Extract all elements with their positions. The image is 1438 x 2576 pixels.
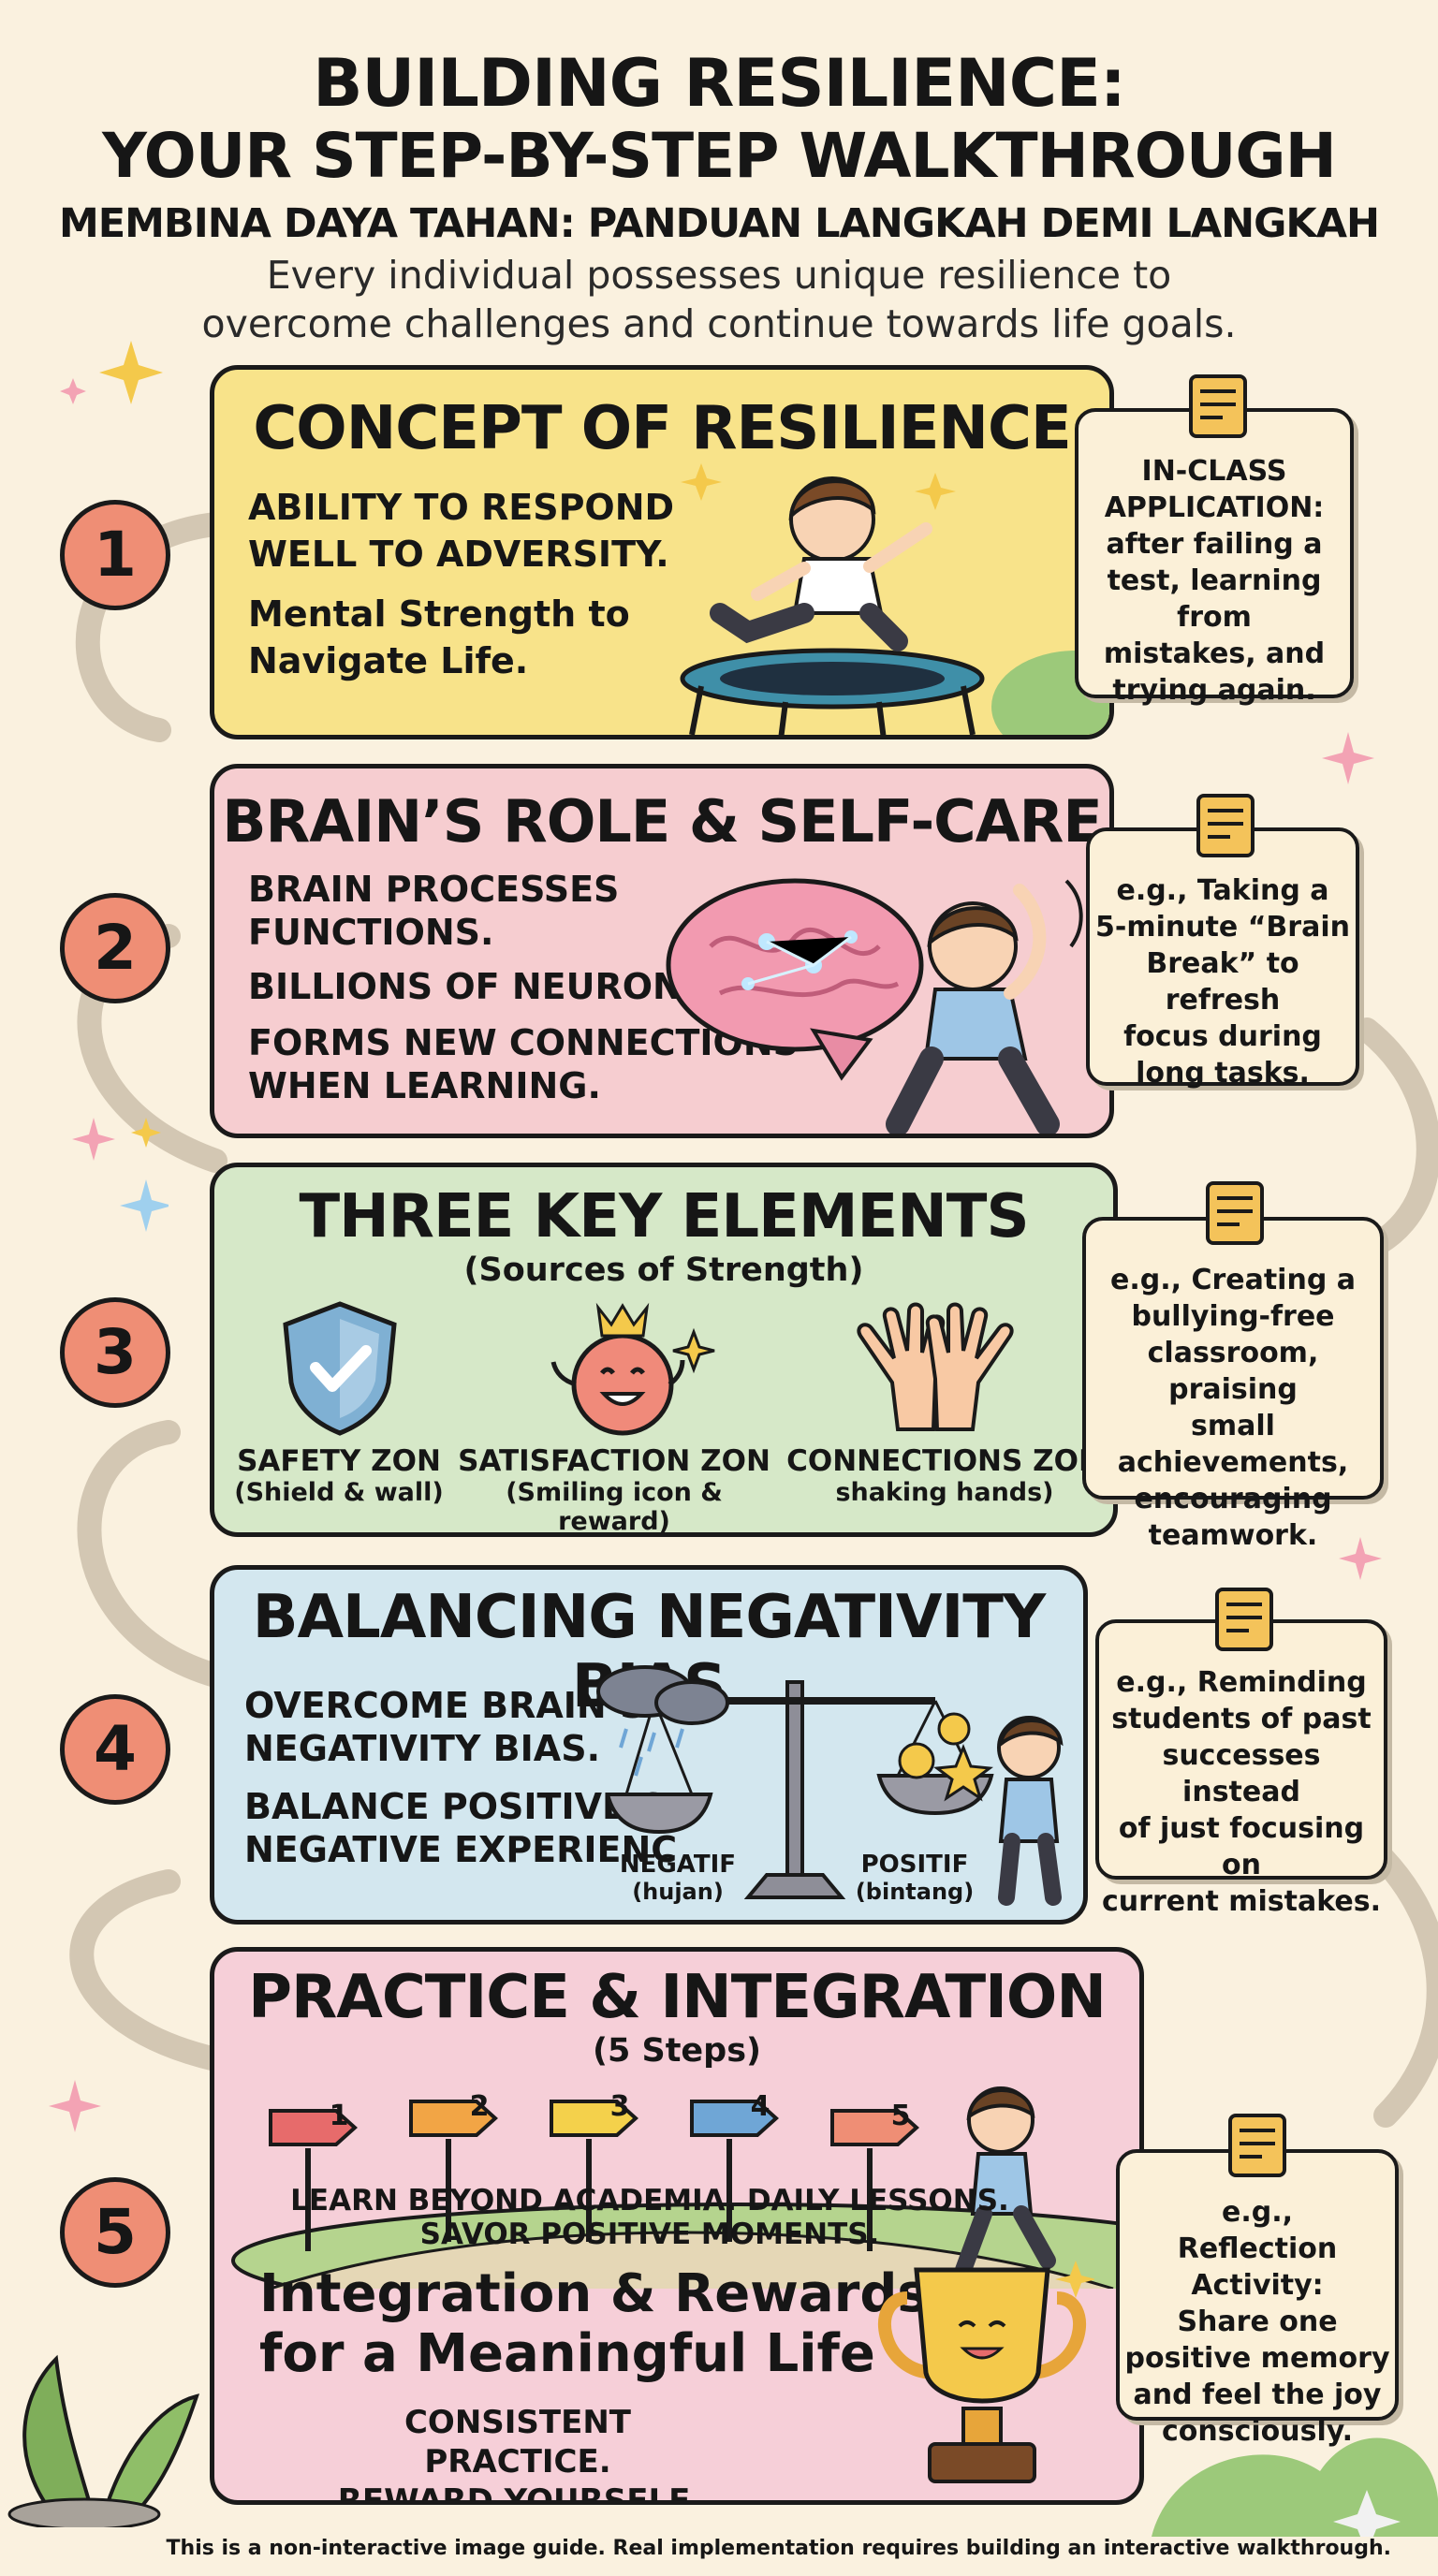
integration-text: CONSISTENT PRACTICE. REWARD YOURSELF.	[337, 2404, 698, 2505]
hands-icon	[857, 1302, 1014, 1431]
signpost-label: 3	[609, 2090, 630, 2123]
integration-heading: Integration & Rewards for a Meaningful L…	[259, 2263, 929, 2384]
zone-connections: CONNECTIONS ZON shaking hands)	[786, 1444, 1103, 1507]
application-note: e.g., Reminding students of past success…	[1095, 1619, 1387, 1918]
trophy-icon	[878, 2261, 1094, 2483]
signpost-path-illustration	[231, 2086, 1139, 2289]
step-card-5: PRACTICE & INTEGRATION (5 Steps) 1 2 3 4…	[210, 1947, 1144, 2505]
step-text: BALANCE POSITIVE & NEGATIVE EXPERIENC	[244, 1786, 678, 1870]
sparkle-icon	[72, 1118, 169, 1232]
plant-illustration	[7, 2354, 200, 2527]
step-number-badge: 1	[60, 500, 170, 610]
notepad-icon	[1196, 794, 1255, 857]
application-note: e.g., Reflection Activity: Share one pos…	[1116, 2149, 1399, 2448]
path-caption: LEARN BEYOND ACADEMIA. DAILY LESSONS. SA…	[290, 2184, 1009, 2251]
step-title: PRACTICE & INTEGRATION	[248, 1963, 1107, 2032]
step-card-1: CONCEPT OF RESILIENCE ABILITY TO RESPOND…	[210, 365, 1114, 739]
step-card-3: THREE KEY ELEMENTS (Sources of Strength)…	[210, 1163, 1118, 1537]
notepad-icon	[1228, 2114, 1286, 2177]
step-card-2: BRAIN’S ROLE & SELF-CARE BRAIN PROCESSES…	[210, 764, 1114, 1138]
signpost-label: 5	[890, 2100, 911, 2132]
balance-scale-illustration	[596, 1665, 1064, 1906]
step-number-badge: 5	[60, 2177, 170, 2288]
step-text: ABILITY TO RESPOND WELL TO ADVERSITY.	[248, 487, 675, 575]
page-subtitle: Every individual possesses unique resili…	[201, 253, 1237, 346]
notepad-icon	[1189, 374, 1247, 438]
zone-safety: SAFETY ZON (Shield & wall)	[234, 1444, 444, 1507]
step-title: THREE KEY ELEMENTS	[299, 1182, 1029, 1251]
step-number-badge: 4	[60, 1694, 170, 1805]
signpost-label: 2	[469, 2090, 490, 2123]
notepad-icon	[1206, 1181, 1264, 1245]
application-note: IN-CLASS APPLICATION: after failing a te…	[1075, 408, 1354, 707]
step-number-badge: 3	[60, 1297, 170, 1408]
step-text: Mental Strength to Navigate Life.	[248, 593, 630, 681]
signpost-label: 4	[750, 2090, 770, 2123]
brain-illustration	[666, 878, 1083, 1134]
smiling-face-icon	[550, 1302, 715, 1436]
sparkle-icon	[49, 2080, 101, 2132]
sparkle-icon	[1339, 1537, 1382, 1580]
step-number-badge: 2	[60, 893, 170, 1003]
bush-illustration	[1152, 2437, 1438, 2537]
shield-check-icon	[283, 1301, 397, 1436]
child-trampoline-illustration	[680, 463, 1109, 735]
zone-satisfaction: SATISFACTION ZON (Smiling icon & reward)	[458, 1444, 770, 1536]
sparkle-icon	[1322, 732, 1374, 784]
scale-positive-label: POSITIF (bintang)	[855, 1851, 975, 1905]
step-title: CONCEPT OF RESILIENCE	[253, 394, 1071, 463]
step-card-4: BALANCING NEGATIVITY BIAS OVERCOME BRAIN…	[210, 1565, 1088, 1925]
page-title-line2: YOUR STEP-BY-STEP WALKTHROUGH	[102, 120, 1337, 192]
step-subtitle: (Sources of Strength)	[463, 1251, 864, 1289]
sparkle-icon	[60, 341, 163, 404]
notepad-icon	[1215, 1588, 1273, 1651]
step-text: OVERCOME BRAIN’S NEGATIVITY BIAS.	[244, 1685, 646, 1769]
application-note: e.g., Creating a bullying-free classroom…	[1082, 1217, 1384, 1552]
step-title: BRAIN’S ROLE & SELF-CARE	[222, 787, 1103, 856]
scale-negative-label: NEGATIF (hujan)	[619, 1851, 737, 1905]
signpost-label: 1	[329, 2100, 349, 2132]
page-title: BUILDING RESILIENCE:	[313, 45, 1126, 122]
application-note: e.g., Taking a 5-minute “Brain Break” to…	[1086, 827, 1359, 1090]
step-text: BRAIN PROCESSES FUNCTIONS.	[248, 869, 620, 953]
step-subtitle: (5 Steps)	[592, 2032, 762, 2070]
step-text: FORMS NEW CONNECTIONS WHEN LEARNING.	[248, 1022, 800, 1106]
step-text: BILLIONS OF NEURONS.	[248, 966, 722, 1007]
page-title-malay: MEMBINA DAYA TAHAN: PANDUAN LANGKAH DEMI…	[58, 200, 1380, 247]
footer-disclaimer: This is a non-interactive image guide. R…	[166, 2537, 1391, 2560]
